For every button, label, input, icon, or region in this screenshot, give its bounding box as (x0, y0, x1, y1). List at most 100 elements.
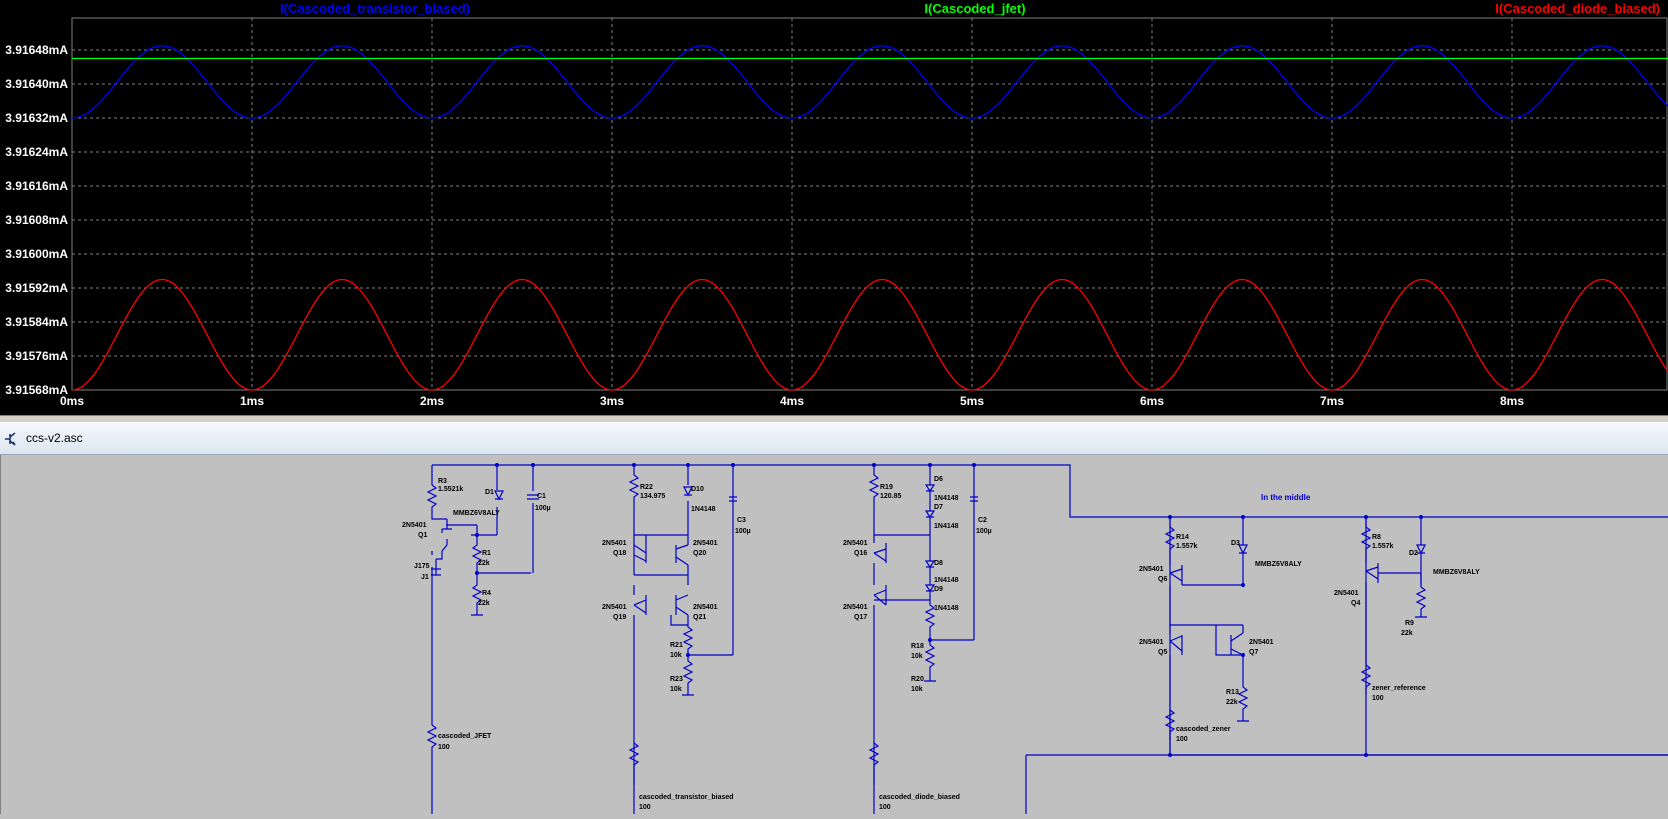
label-R21: R21 (670, 642, 683, 649)
y-tick-label: 3.91616mA (5, 179, 68, 193)
label-cascoded-zener: cascoded_zener (1176, 726, 1231, 733)
schematic-icon (5, 432, 16, 446)
type-Q4: 2N5401 (1334, 590, 1359, 597)
value-cascoded-transistor-biased: 100 (639, 804, 651, 811)
label-R23: R23 (670, 676, 683, 683)
x-tick-label: 6ms (1140, 394, 1164, 408)
label-C2: C2 (978, 517, 987, 524)
y-tick-label: 3.91568mA (5, 383, 68, 397)
trace-label-diode-biased[interactable]: I(Cascoded_diode_biased) (1495, 1, 1660, 16)
schematic-canvas[interactable]: In the middle R3 1.5521k D1 MMBZ6V8ALY C… (0, 455, 1668, 814)
y-tick-label: 3.91584mA (5, 315, 68, 329)
label-R19: R19 (880, 484, 893, 491)
type-Q1: 2N5401 (402, 522, 427, 529)
label-C3: C3 (737, 517, 746, 524)
y-tick-label: 3.91648mA (5, 43, 68, 57)
type-Q17: 2N5401 (843, 604, 868, 611)
value-zener-reference: 100 (1372, 695, 1384, 702)
x-tick-label: 4ms (780, 394, 804, 408)
y-tick-label: 3.91608mA (5, 213, 68, 227)
type-Q21: 2N5401 (693, 604, 718, 611)
x-tick-label: 5ms (960, 394, 984, 408)
value-D6: 1N4148 (934, 495, 959, 502)
label-Q7: Q7 (1249, 649, 1258, 656)
plot-grid (71, 17, 1668, 391)
value-R1: 22k (478, 560, 490, 567)
value-R18: 10k (911, 653, 923, 660)
waveform-plot[interactable]: 3.91648mA 3.91640mA 3.91632mA 3.91624mA 3.91… (0, 0, 1668, 415)
value-C2: 100µ (976, 528, 992, 535)
label-cascoded-jfet: cascoded_JFET (438, 733, 492, 740)
value-D1: MMBZ6V8ALY (453, 510, 500, 517)
schematic-junctions (475, 463, 1423, 757)
value-D3: MMBZ6V8ALY (1255, 561, 1302, 568)
value-R19: 120.85 (880, 493, 902, 500)
note-in-the-middle: In the middle (1261, 493, 1311, 502)
value-cascoded-jfet: 100 (438, 744, 450, 751)
y-tick-label: 3.91640mA (5, 77, 68, 91)
schematic-window-titlebar[interactable]: ccs-v2.asc (0, 423, 1668, 455)
waveform-viewer[interactable]: 3.91648mA 3.91640mA 3.91632mA 3.91624mA 3.91… (0, 0, 1668, 415)
x-tick-label: 1ms (240, 394, 264, 408)
trace-label-jfet[interactable]: I(Cascoded_jfet) (924, 1, 1025, 16)
value-D9: 1N4148 (934, 605, 959, 612)
label-zener-reference: zener_reference (1372, 685, 1426, 692)
label-R14: R14 (1176, 534, 1189, 541)
x-tick-label: 2ms (420, 394, 444, 408)
label-cascoded-transistor-biased: cascoded_transistor_biased (639, 794, 734, 801)
schematic-drawing[interactable]: In the middle R3 1.5521k D1 MMBZ6V8ALY C… (1, 455, 1668, 814)
schematic-title: ccs-v2.asc (26, 431, 83, 445)
type-Q6: 2N5401 (1139, 566, 1164, 573)
label-R8: R8 (1372, 534, 1381, 541)
type-J1: J175 (414, 563, 430, 570)
pane-splitter[interactable] (0, 415, 1668, 423)
label-R20: R20 (911, 676, 924, 683)
value-R4: 22k (478, 600, 490, 607)
label-D8: D8 (934, 560, 943, 567)
value-R8: 1.557k (1372, 543, 1394, 550)
type-Q5: 2N5401 (1139, 639, 1164, 646)
label-D6: D6 (934, 476, 943, 483)
plot-traces[interactable] (71, 45, 1668, 391)
value-R22: 134.975 (640, 493, 665, 500)
value-R3: 1.5521k (438, 486, 463, 493)
trace-label-transistor-biased[interactable]: I(Cascoded_transistor_biased) (280, 1, 470, 16)
value-C1: 100µ (535, 505, 551, 512)
value-C3: 100µ (735, 528, 751, 535)
label-Q16: Q16 (854, 550, 867, 557)
value-D10: 1N4148 (691, 506, 716, 513)
x-tick-label: 8ms (1500, 394, 1524, 408)
value-cascoded-diode-biased: 100 (879, 804, 891, 811)
y-tick-label: 3.91576mA (5, 349, 68, 363)
y-tick-label: 3.91632mA (5, 111, 68, 125)
label-D1: D1 (485, 489, 494, 496)
label-D7: D7 (934, 504, 943, 511)
value-R20: 10k (911, 686, 923, 693)
trace-0[interactable] (71, 45, 1668, 119)
y-tick-label: 3.91624mA (5, 145, 68, 159)
type-Q20: 2N5401 (693, 540, 718, 547)
value-D8: 1N4148 (934, 577, 959, 584)
label-D2: D2 (1409, 550, 1418, 557)
label-R13: R13 (1226, 689, 1239, 696)
label-D3: D3 (1231, 540, 1240, 547)
label-Q20: Q20 (693, 550, 706, 557)
value-R9: 22k (1401, 630, 1413, 637)
value-R23: 10k (670, 686, 682, 693)
value-R14: 1.557k (1176, 543, 1198, 550)
label-R4: R4 (482, 590, 491, 597)
x-tick-label: 3ms (600, 394, 624, 408)
y-tick-label: 3.91600mA (5, 247, 68, 261)
label-C1: C1 (537, 493, 546, 500)
label-Q21: Q21 (693, 614, 706, 621)
value-cascoded-zener: 100 (1176, 736, 1188, 743)
label-R3: R3 (438, 478, 447, 485)
value-R21: 10k (670, 652, 682, 659)
schematic-labels: In the middle R3 1.5521k D1 MMBZ6V8ALY C… (402, 476, 1480, 811)
label-D9: D9 (934, 586, 943, 593)
label-R22: R22 (640, 484, 653, 491)
value-D7: 1N4148 (934, 523, 959, 530)
trace-2[interactable] (71, 278, 1668, 391)
type-Q19: 2N5401 (602, 604, 627, 611)
label-Q6: Q6 (1158, 576, 1167, 583)
